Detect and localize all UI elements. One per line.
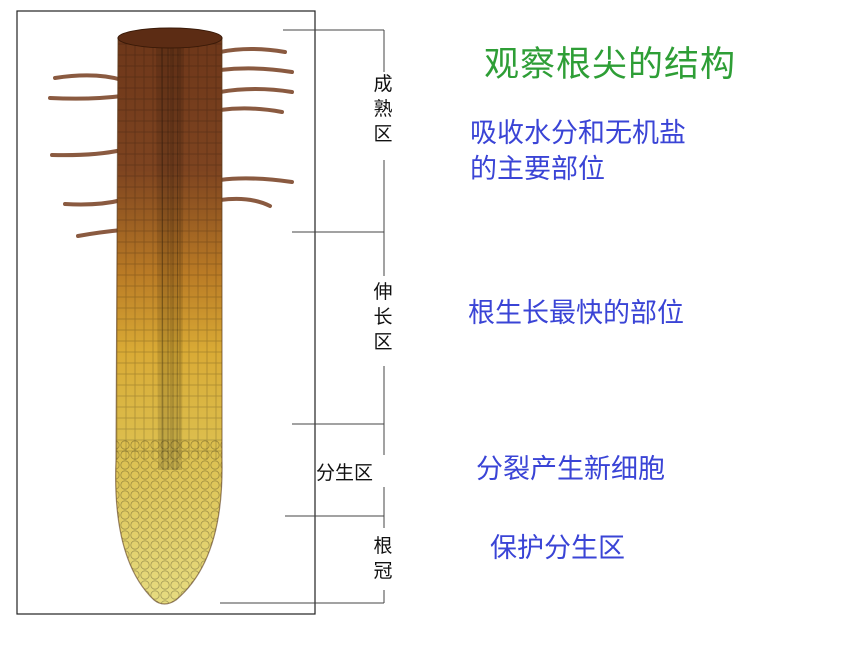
diagram-frame [16,10,316,615]
root-cut-face [117,27,223,49]
description-maturation-line2: 的主要部位 [470,154,605,185]
zone-brackets [220,29,385,604]
description-elongation: 根生长最快的部位 [468,298,684,329]
zone-label-maturation: 成熟区 [373,73,393,145]
description-root-cap: 保护分生区 [490,533,625,564]
zone-label-root-cap: 根冠 [373,535,393,582]
page-title: 观察根尖的结构 [484,45,737,85]
description-meristem: 分裂产生新细胞 [476,454,665,485]
zone-label-elongation: 伸长区 [373,281,393,353]
description-maturation: 吸收水分和无机盐 的主要部位 [470,116,686,188]
zone-label-meristem: 分生区 [316,462,374,484]
root-body [115,30,223,604]
description-maturation-line1: 吸收水分和无机盐 [470,118,686,149]
